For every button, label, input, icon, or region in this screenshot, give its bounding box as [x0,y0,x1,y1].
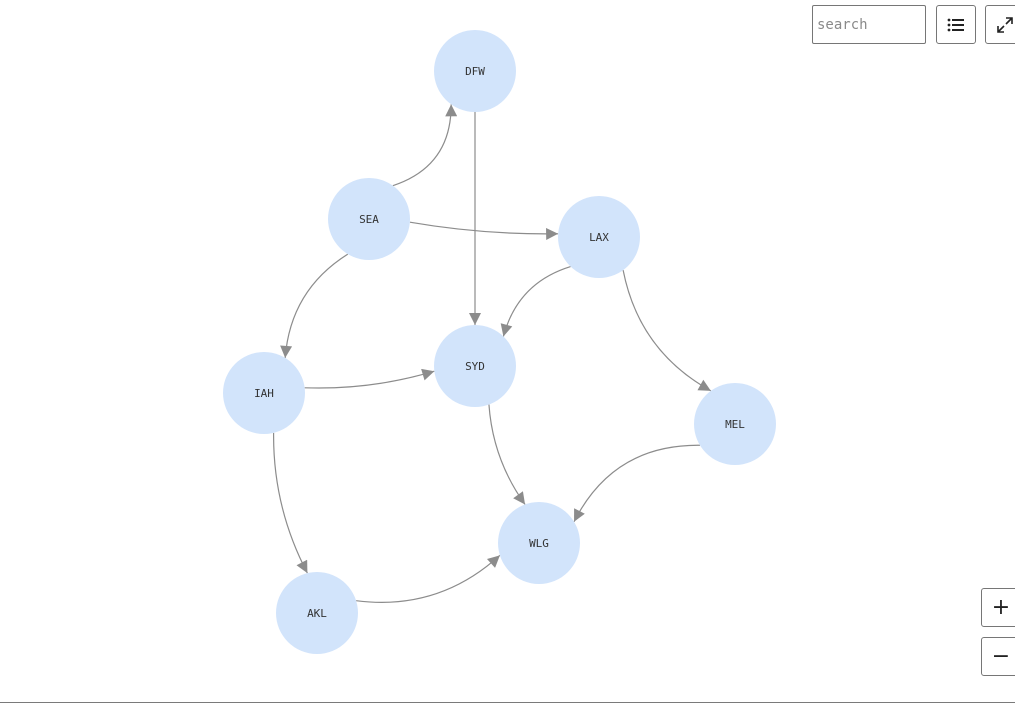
edge-sea-dfw [392,104,458,187]
edge-iah-syd [304,368,435,389]
edge-mel-wlg [573,444,700,522]
node-label: LAX [589,231,609,244]
edge-sea-lax [409,221,559,240]
node-circle [694,383,776,465]
node-sea[interactable]: SEA [328,178,410,260]
node-akl[interactable]: AKL [276,572,358,654]
edge-akl-wlg [356,554,501,603]
node-label: SEA [359,213,379,226]
node-label: DFW [465,65,485,78]
node-circle [558,196,640,278]
nodes-layer: DFW SEA LAX SYD IAH MEL WLG AKL [223,30,776,654]
expand-icon [997,16,1013,33]
edge-syd-wlg [488,404,526,505]
node-label: AKL [307,607,327,620]
node-label: WLG [529,537,549,550]
node-wlg[interactable]: WLG [498,502,580,584]
node-label: SYD [465,360,485,373]
node-label: IAH [254,387,274,400]
zoom-in-button[interactable]: + [981,588,1015,627]
edge-lax-syd [500,265,571,337]
edge-iah-akl [273,432,308,574]
search-input[interactable] [812,5,926,44]
node-circle [223,352,305,434]
list-view-button[interactable] [936,5,976,44]
zoom-out-button[interactable]: − [981,637,1015,676]
node-iah[interactable]: IAH [223,352,305,434]
node-circle [328,178,410,260]
fullscreen-button[interactable] [985,5,1015,44]
node-syd[interactable]: SYD [434,325,516,407]
node-circle [434,30,516,112]
node-circle [276,572,358,654]
node-label: MEL [725,418,745,431]
edge-sea-iah [280,253,349,358]
node-circle [434,325,516,407]
node-circle [498,502,580,584]
bottom-divider [0,702,1015,703]
node-mel[interactable]: MEL [694,383,776,465]
node-dfw[interactable]: DFW [434,30,516,112]
edges-layer [273,104,712,603]
list-icon [947,18,964,31]
node-lax[interactable]: LAX [558,196,640,278]
edge-lax-mel [622,270,712,392]
